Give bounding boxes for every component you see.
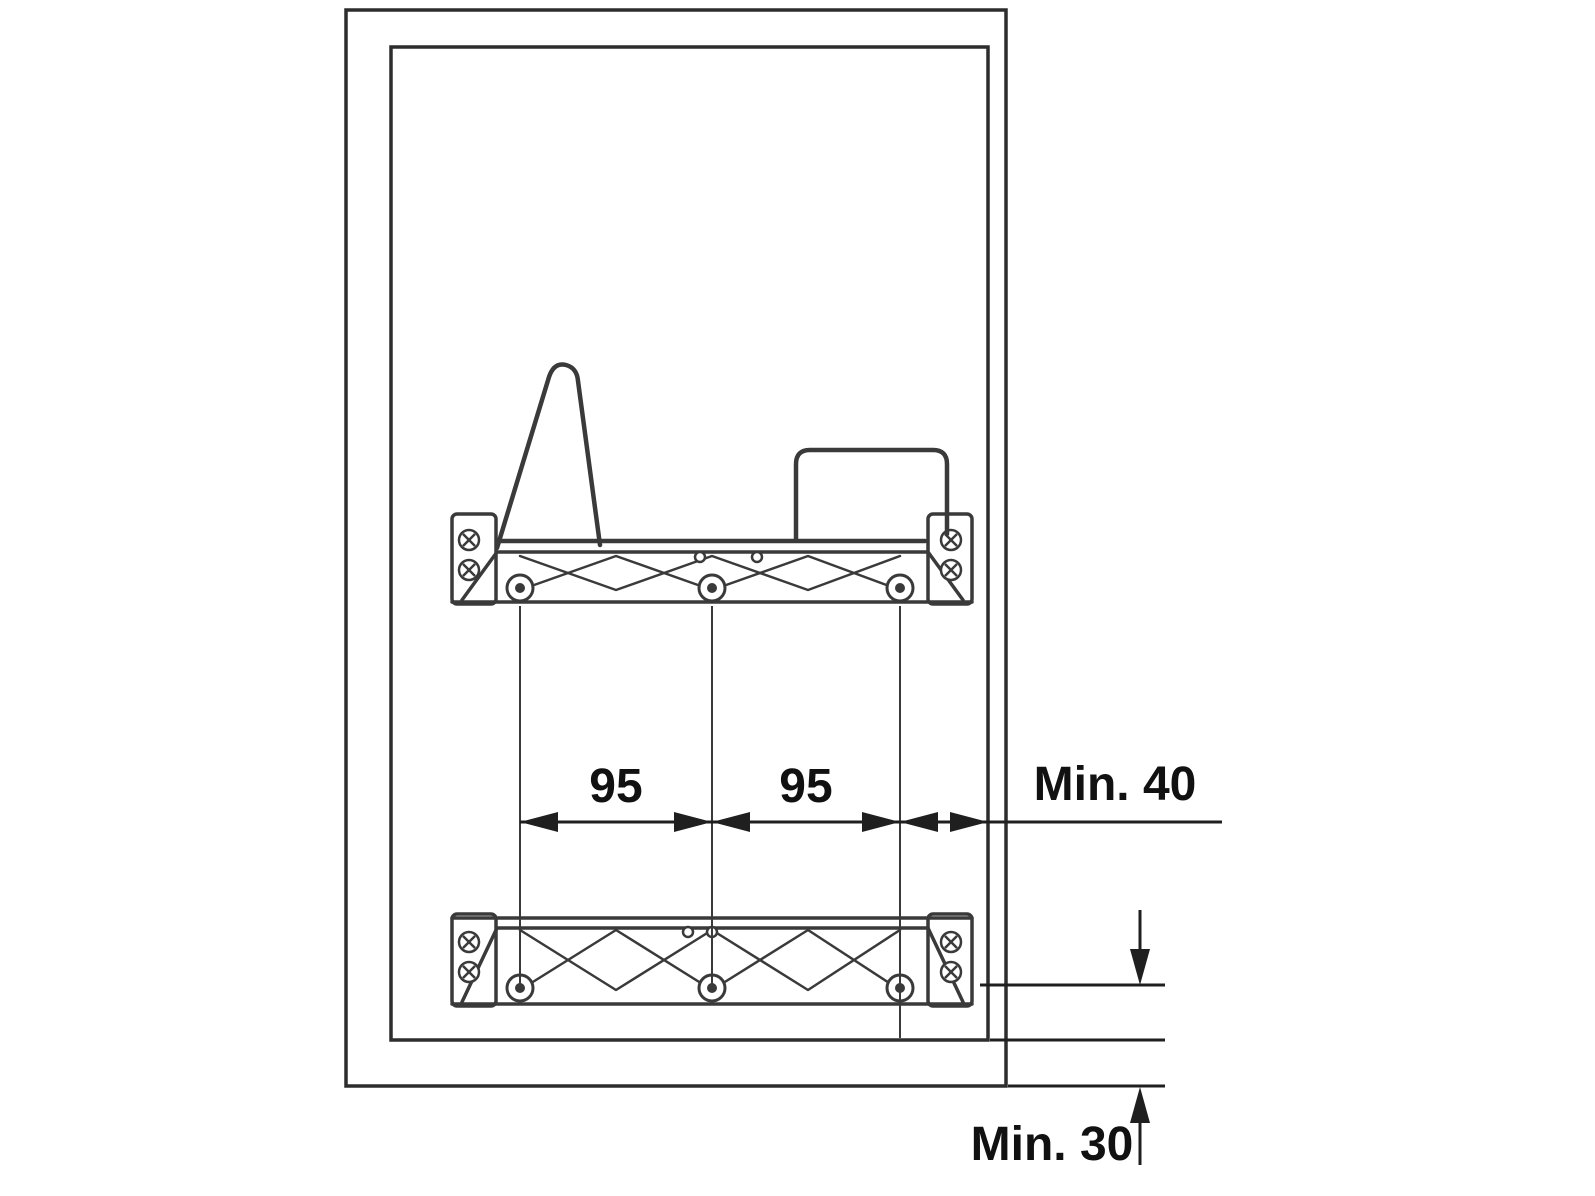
- screw-icon: [457, 528, 481, 552]
- upper-rail: [450, 550, 974, 604]
- upper-left-cap-body: [450, 512, 498, 606]
- dimension-min-40: Min. 40: [900, 758, 1196, 832]
- upper-fixing-rivet-left: [505, 573, 535, 603]
- horizontal-dimension-chain: 95 95 Min. 40: [520, 758, 1222, 832]
- screw-icon: [457, 930, 481, 954]
- upper-rail-left-slant: [460, 550, 499, 602]
- dimension-95-left: 95: [520, 760, 712, 832]
- arrow-left-icon: [712, 812, 750, 832]
- upper-right-cap-body: [926, 512, 974, 606]
- dimension-95-right: 95: [712, 760, 900, 832]
- cabinet-panel: [344, 8, 1008, 1088]
- wire-left-loop: [494, 362, 603, 551]
- cabinet-inner-edge: [389, 45, 990, 1042]
- dim-label-min-30: Min. 30: [971, 1118, 1134, 1171]
- screw-icon: [939, 558, 963, 582]
- arrow-down-icon: [1130, 949, 1150, 985]
- screw-icon: [939, 528, 963, 552]
- arrow-up-icon: [1130, 1087, 1150, 1123]
- dimension-min-30: Min. 30: [971, 910, 1165, 1171]
- lower-right-cap-body: [926, 912, 974, 1008]
- upper-left-end-cap: [450, 512, 498, 606]
- arrow-left-icon: [900, 812, 938, 832]
- screw-icon: [457, 960, 481, 984]
- lower-right-end-cap: [926, 912, 974, 1008]
- screw-icon: [939, 930, 963, 954]
- upper-rail-hole: [693, 550, 707, 564]
- arrow-right-icon: [862, 812, 900, 832]
- dim-label-95-left: 95: [589, 760, 642, 813]
- lower-left-end-cap: [450, 912, 498, 1008]
- upper-fixing-rivet-center: [697, 573, 727, 603]
- dim-label-95-right: 95: [779, 760, 832, 813]
- cabinet-outer-edge: [344, 8, 1008, 1088]
- wire-right-loop: [793, 447, 950, 543]
- dim-label-min-40: Min. 40: [1034, 758, 1197, 811]
- lower-left-cap-body: [450, 912, 498, 1008]
- lower-rail-left-slant: [460, 926, 499, 1004]
- arrow-right-icon: [950, 812, 988, 832]
- screw-icon: [939, 960, 963, 984]
- upper-fixing-rivet-right: [885, 573, 915, 603]
- upper-right-end-cap: [926, 512, 974, 606]
- upper-pullout-assembly: [450, 362, 974, 606]
- arrow-left-icon: [520, 812, 558, 832]
- screw-icon: [457, 558, 481, 582]
- upper-rail-truss-b: [518, 554, 902, 592]
- upper-rail-hole: [750, 550, 764, 564]
- arrow-right-icon: [674, 812, 712, 832]
- lower-rail-hole: [681, 925, 695, 939]
- wire-basket-frame: [494, 362, 950, 551]
